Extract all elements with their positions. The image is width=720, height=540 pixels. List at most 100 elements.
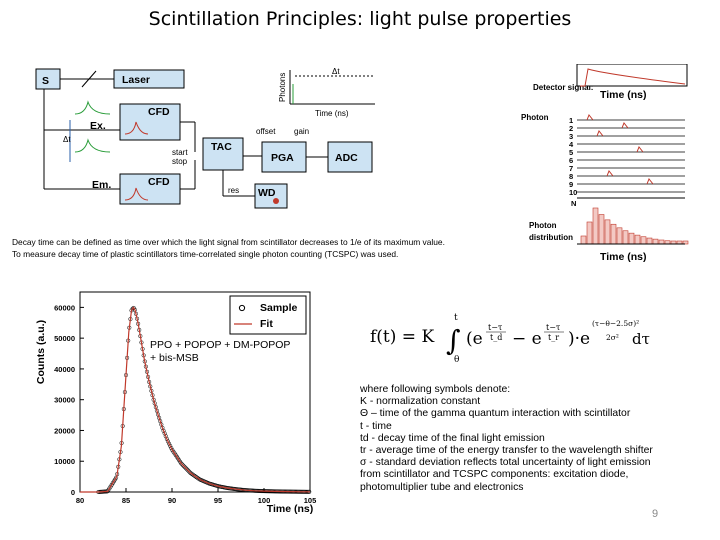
exp1-numerator: t−τ bbox=[488, 323, 503, 332]
distribution-label-1: Photon bbox=[529, 221, 557, 230]
histogram-bar bbox=[610, 223, 617, 245]
start-label: start bbox=[172, 148, 188, 157]
photon-number: 9 bbox=[569, 180, 573, 189]
caption-line-2: To measure decay time of plastic scintil… bbox=[12, 248, 399, 259]
sample-points bbox=[96, 305, 312, 495]
legend-sample-marker bbox=[238, 304, 246, 312]
photon-number: 1 bbox=[569, 116, 573, 125]
x-tick-label: 90 bbox=[168, 496, 176, 505]
sample-point bbox=[114, 475, 119, 480]
exp3-numerator: (τ−θ−2.5σ)² bbox=[592, 319, 639, 328]
histogram-bar bbox=[658, 239, 665, 245]
adc-label: ADC bbox=[335, 152, 358, 164]
plot-frame bbox=[79, 291, 311, 493]
symbol-item: t - time bbox=[360, 420, 392, 432]
histogram-bar bbox=[646, 237, 653, 245]
photon-pulse bbox=[596, 130, 604, 137]
sample-point bbox=[168, 443, 173, 448]
sample-point bbox=[183, 465, 188, 471]
histogram-bar bbox=[604, 219, 611, 245]
sample-point bbox=[195, 476, 200, 481]
photon-pulse bbox=[621, 122, 629, 129]
photon-pulse bbox=[586, 114, 594, 121]
slide-title: Scintillation Principles: light pulse pr… bbox=[148, 8, 572, 30]
sample-point bbox=[169, 446, 174, 451]
y-tick-label: 60000 bbox=[54, 303, 75, 312]
exp3-denominator: 2σ² bbox=[606, 333, 619, 342]
histogram-bar bbox=[616, 227, 623, 245]
source-label: S bbox=[42, 75, 49, 87]
y-tick-label: 40000 bbox=[54, 365, 75, 374]
offset-label: offset bbox=[256, 127, 276, 136]
cfd-box-top bbox=[119, 103, 181, 141]
tcspc-time-axis-bottom: Time (ns) bbox=[600, 251, 646, 263]
photon-pulse bbox=[636, 146, 644, 153]
delta-t-label: Δt bbox=[63, 135, 71, 144]
photon-label: Photon bbox=[521, 113, 549, 122]
mini-time-axis: Time (ns) bbox=[315, 109, 349, 118]
emission-pulse bbox=[74, 138, 111, 153]
exp2-numerator: t−τ bbox=[546, 323, 561, 332]
symbols-intro: where following symbols denote: bbox=[360, 384, 511, 395]
histogram-bar bbox=[628, 232, 635, 245]
photon-number: 7 bbox=[569, 164, 573, 173]
sample-point bbox=[196, 476, 201, 481]
tcspc-principle-figure: Detector signal: Time (ns) Photon 123456… bbox=[521, 64, 689, 263]
histogram-bar bbox=[622, 230, 629, 245]
x-tick-label: 100 bbox=[258, 496, 271, 505]
chart-annotation-2: + bis-MSB bbox=[150, 352, 199, 364]
sample-point bbox=[163, 434, 168, 439]
photon-pulse bbox=[646, 178, 654, 185]
caption-text: Decay time can be defined as time over w… bbox=[12, 237, 445, 260]
pga-label: PGA bbox=[271, 152, 294, 164]
svg-text:)·e: )·e bbox=[568, 329, 590, 349]
symbol-item: photomultiplier tube and electronics bbox=[360, 481, 524, 493]
sample-point bbox=[164, 436, 169, 441]
chart-xlabel: Time (ns) bbox=[267, 503, 313, 515]
chart-ylabel: Counts (a.u.) bbox=[35, 320, 47, 384]
mini-delta-t: Δt bbox=[332, 67, 340, 76]
page-number: 9 bbox=[652, 508, 659, 520]
legend-fit-label: Fit bbox=[260, 318, 273, 330]
photon-number: 6 bbox=[569, 156, 573, 165]
photon-number: 5 bbox=[569, 148, 573, 157]
svg-text:(e: (e bbox=[466, 329, 483, 349]
lower-limit: θ bbox=[454, 355, 459, 365]
symbol-item: tr - average time of the energy transfer… bbox=[360, 445, 653, 457]
x-tick-label: 80 bbox=[76, 496, 84, 505]
photon-number: 2 bbox=[569, 124, 573, 133]
histogram-bar bbox=[634, 234, 641, 245]
beam-splitter bbox=[81, 70, 97, 88]
sample-point bbox=[167, 441, 172, 446]
photon-number: 8 bbox=[569, 172, 573, 181]
photon-pulse bbox=[606, 170, 614, 177]
gain-label: gain bbox=[294, 127, 309, 136]
detector-signal-label: Detector signal: bbox=[533, 83, 593, 92]
symbol-item: K - normalization constant bbox=[360, 396, 481, 408]
ex-label: Ex. bbox=[90, 120, 106, 132]
sample-point bbox=[161, 428, 166, 433]
caption-line-1: Decay time can be defined as time over w… bbox=[12, 237, 445, 247]
wd-label: WD bbox=[258, 187, 276, 199]
upper-limit: t bbox=[454, 313, 458, 323]
histogram-bar bbox=[586, 221, 593, 245]
symbol-item: Θ – time of the gamma quantum interactio… bbox=[360, 408, 631, 420]
fit-line bbox=[80, 306, 310, 493]
symbol-item: from scintillator and TCSPC components: … bbox=[360, 469, 629, 481]
histogram-bar bbox=[640, 236, 647, 245]
x-tick-label: 105 bbox=[304, 496, 317, 505]
d-tau: dτ bbox=[632, 330, 650, 348]
x-tick-label: 95 bbox=[214, 496, 222, 505]
res-label: res bbox=[228, 186, 239, 195]
y-tick-label: 50000 bbox=[54, 334, 75, 343]
sample-point bbox=[165, 439, 171, 444]
photon-number: 3 bbox=[569, 132, 573, 141]
y-tick-label: 30000 bbox=[54, 396, 75, 405]
symbol-item: σ - standard deviation reflects total un… bbox=[360, 457, 651, 469]
tcspc-setup-schematic: S Laser Ex. Em. Δt CFD CFD start stop TA… bbox=[35, 67, 375, 209]
stop-label: stop bbox=[172, 157, 188, 166]
fit-formula: f(t) = K ∫ t θ (e t−τ t_d − e t−τ t_r )·… bbox=[370, 313, 650, 365]
y-tick-label: 0 bbox=[71, 488, 75, 497]
laser-label: Laser bbox=[122, 74, 150, 86]
